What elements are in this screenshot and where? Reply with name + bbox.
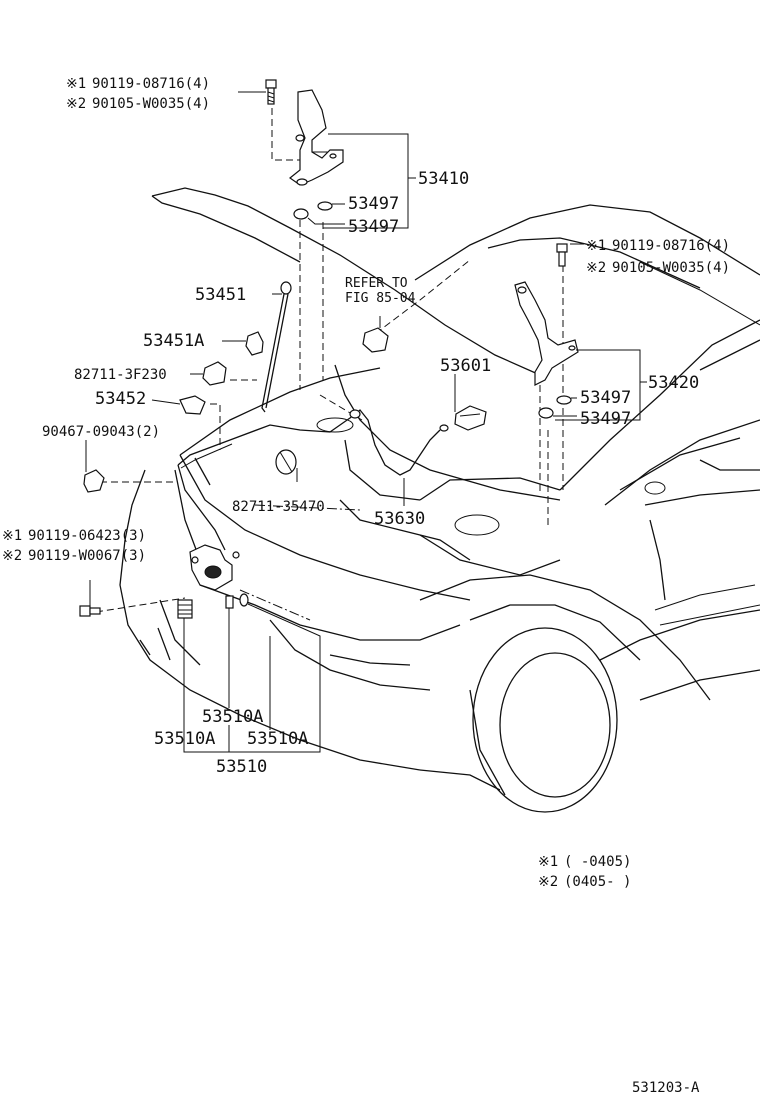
support-rod — [261, 281, 292, 413]
label-lock-a-mid: 53510A — [202, 707, 263, 727]
label-washer-r2: 53497 — [580, 409, 631, 429]
label-clip-1: 82711-3F230 — [74, 367, 167, 383]
hood-lock — [189, 544, 240, 591]
label-bolt-right-1: 90119-08716(4) — [612, 238, 730, 254]
label-refer-1: REFER TO — [345, 276, 408, 291]
label-refer-2: FIG 85-04 — [345, 291, 416, 306]
label-bolt-right-2: 90105-W0035(4) — [612, 260, 730, 276]
washer-right-1 — [556, 395, 572, 405]
mark-1-right: ※1 — [586, 238, 606, 254]
label-hinge-right: 53420 — [648, 373, 699, 393]
label-clip-3: 90467-09043(2) — [42, 424, 160, 440]
release-cable — [177, 409, 449, 551]
bolt-lock — [79, 605, 101, 617]
label-rod-holder: 53451A — [143, 331, 204, 351]
clip-82711-3f230 — [202, 361, 227, 386]
mark-1: ※1 — [66, 76, 86, 92]
label-bolt-top-2: 90105-W0035(4) — [92, 96, 210, 112]
clip-90467 — [83, 469, 105, 493]
label-release-cable: 53630 — [374, 509, 425, 529]
rod-holder — [245, 331, 264, 356]
reference-lines — [95, 108, 564, 621]
spring-mid — [225, 595, 234, 609]
label-clip-2: 53452 — [95, 389, 146, 409]
spring-right — [239, 593, 249, 607]
label-washer-r1: 53497 — [580, 388, 631, 408]
hinge-right — [514, 281, 579, 386]
labels: ※1 90119-08716(4) ※2 90105-W0035(4) 5341… — [2, 76, 730, 1096]
label-bolt-lock-1: 90119-06423(3) — [28, 528, 146, 544]
note-1-range: ( -0405) — [564, 854, 631, 870]
label-clamp: 82711-35470 — [232, 499, 325, 515]
label-bolt-lock-2: 90119-W0067(3) — [28, 548, 146, 564]
note-mark-2: ※2 — [538, 874, 558, 890]
note-2-range: (0405- ) — [564, 874, 631, 890]
spring-left — [177, 599, 193, 619]
parts — [79, 79, 579, 619]
note-mark-1: ※1 — [538, 854, 558, 870]
label-lock-assy: 53510 — [216, 757, 267, 777]
mark-2-right: ※2 — [586, 260, 606, 276]
bolt-top — [265, 79, 277, 105]
mark-2-lock: ※2 — [2, 548, 22, 564]
label-lock-a-right: 53510A — [247, 729, 308, 749]
mark-1-lock: ※1 — [2, 528, 22, 544]
clip-53452 — [179, 395, 206, 415]
label-support-rod: 53451 — [195, 285, 246, 305]
release-lever — [454, 405, 487, 431]
label-lock-a-left: 53510A — [154, 729, 215, 749]
bolt-right — [556, 243, 568, 267]
connector — [362, 327, 389, 353]
washer-left-1 — [317, 201, 333, 211]
washer-right-2 — [538, 407, 554, 419]
hinge-left — [288, 89, 344, 186]
clamp — [275, 449, 297, 475]
label-hinge-left: 53410 — [418, 169, 469, 189]
label-washer-l2: 53497 — [348, 217, 399, 237]
figure-id: 531203-A — [632, 1080, 700, 1096]
mark-2: ※2 — [66, 96, 86, 112]
label-washer-l1: 53497 — [348, 194, 399, 214]
leader-lines — [85, 91, 647, 753]
label-release-lever: 53601 — [440, 356, 491, 376]
washer-left-2 — [293, 208, 309, 220]
label-bolt-top-1: 90119-08716(4) — [92, 76, 210, 92]
